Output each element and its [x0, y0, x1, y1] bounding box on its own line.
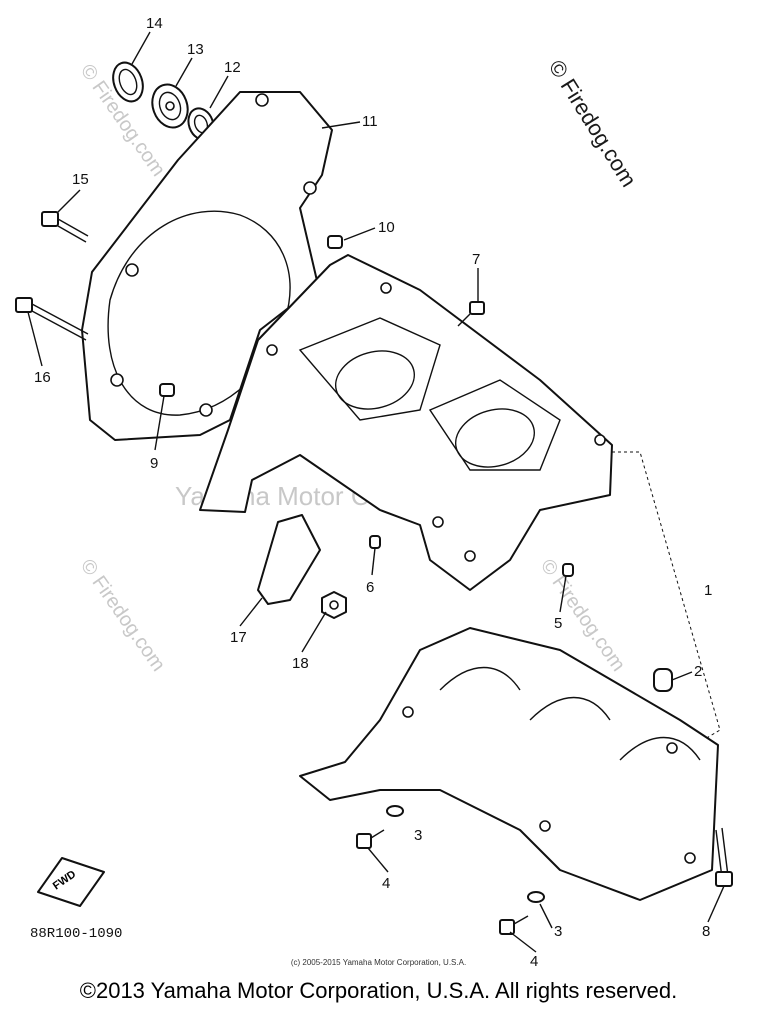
callout-17: 17 — [230, 629, 247, 646]
watermark-firedog: © Firedog.com — [544, 55, 642, 191]
watermark-faint-left-bottom: © Firedog.com — [76, 555, 169, 675]
callout-11: 11 — [362, 113, 378, 130]
callout-18: 18 — [292, 655, 309, 672]
upper-crankcase — [199, 254, 613, 591]
callout-2: 2 — [694, 663, 702, 680]
callout-4-upper: 4 — [382, 875, 390, 892]
callout-10: 10 — [378, 219, 395, 236]
part-18-nut — [321, 591, 347, 619]
small-copyright: (c) 2005-2015 Yamaha Motor Corporation, … — [290, 958, 467, 967]
part-17-cover-plate — [257, 514, 321, 605]
part-3-washer-upper — [386, 805, 404, 817]
fwd-arrow-icon: FWD — [37, 857, 105, 907]
part-8-long-bolt — [715, 827, 733, 887]
part-2-dowel — [653, 668, 673, 692]
callout-12: 12 — [224, 59, 241, 76]
callout-1: 1 — [704, 582, 712, 599]
callout-3-upper: 3 — [414, 827, 422, 844]
part-16-long-bolt — [15, 297, 89, 341]
callout-9: 9 — [150, 455, 158, 472]
callout-leaders — [27, 31, 725, 953]
callout-6: 6 — [366, 579, 374, 596]
part-4-bolt-lower — [499, 915, 529, 935]
lower-crankcase — [299, 627, 719, 901]
callout-14: 14 — [146, 15, 163, 32]
part-10-dowel-pin — [327, 235, 343, 249]
part-3-washer-lower — [527, 891, 545, 903]
part-9-dowel-pin — [159, 383, 175, 397]
callout-3-lower: 3 — [554, 923, 562, 940]
part-4-bolt-upper — [356, 829, 385, 849]
footer-copyright: ©2013 Yamaha Motor Corporation, U.S.A. A… — [79, 978, 678, 1003]
part-1-leader — [612, 451, 721, 743]
part-15-bolt — [41, 211, 89, 243]
callout-16: 16 — [34, 369, 51, 386]
part-14-oil-seal — [112, 61, 144, 103]
part-5-dowel-pin — [562, 563, 574, 577]
part-7-bolt — [457, 301, 485, 327]
part-13-bearing — [151, 83, 189, 129]
callout-numbers: 14 13 12 11 15 10 7 16 9 6 1 5 17 18 2 3… — [34, 15, 712, 970]
callout-13: 13 — [187, 41, 204, 58]
callout-4-lower: 4 — [530, 953, 538, 970]
part-6-dowel-pin — [369, 535, 381, 549]
callout-7: 7 — [472, 251, 480, 268]
callout-5: 5 — [554, 615, 562, 632]
callout-8: 8 — [702, 923, 710, 940]
callout-15: 15 — [72, 171, 89, 188]
part-code: 88R100-1090 — [30, 926, 123, 942]
